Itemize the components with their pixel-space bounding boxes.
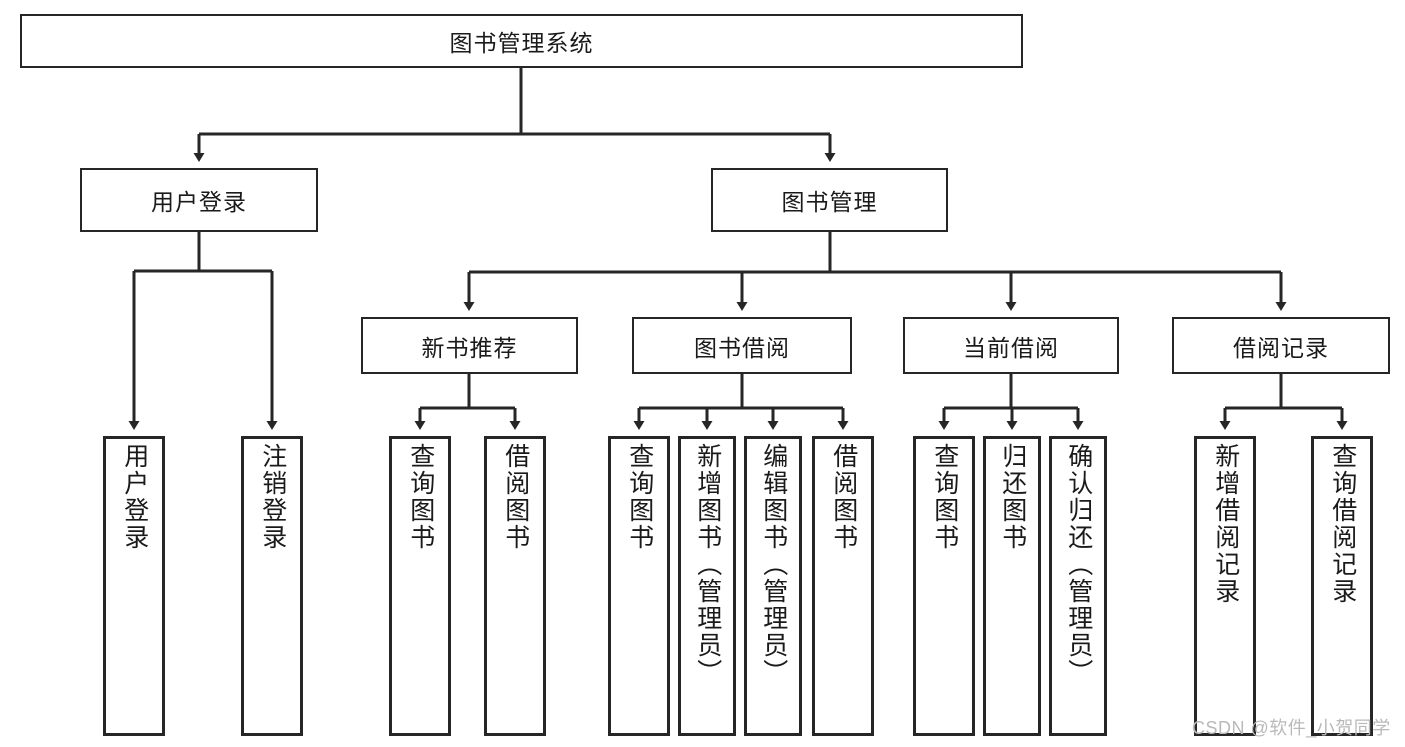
node-user-login-label: 用户登录 xyxy=(151,189,247,215)
leaf-add-book-admin[interactable]: 新增图书（管理员） xyxy=(678,436,736,736)
node-user-login[interactable]: 用户登录 xyxy=(80,168,318,232)
node-root[interactable]: 图书管理系统 xyxy=(20,14,1023,68)
node-book-management-label: 图书管理 xyxy=(781,189,878,215)
leaf-user-login[interactable]: 用户登录 xyxy=(103,436,165,736)
leaf-query-books-borrow-label: 查询图书 xyxy=(625,443,654,551)
node-borrow-record[interactable]: 借阅记录 xyxy=(1172,317,1390,374)
leaf-query-books-rec-label: 查询图书 xyxy=(406,443,435,551)
node-current-borrow[interactable]: 当前借阅 xyxy=(903,317,1119,374)
leaf-query-books-current[interactable]: 查询图书 xyxy=(913,436,975,736)
leaf-borrow-books-borrow-label: 借阅图书 xyxy=(829,443,858,551)
leaf-edit-book-admin[interactable]: 编辑图书（管理员） xyxy=(744,436,802,736)
node-new-book-recommend-label: 新书推荐 xyxy=(421,334,518,361)
leaf-add-borrow-record[interactable]: 新增借阅记录 xyxy=(1194,436,1256,736)
leaf-query-books-current-label: 查询图书 xyxy=(930,443,959,551)
node-root-label: 图书管理系统 xyxy=(449,30,594,56)
node-book-management[interactable]: 图书管理 xyxy=(711,168,948,232)
leaf-query-borrow-record[interactable]: 查询借阅记录 xyxy=(1311,436,1373,736)
csdn-watermark: CSDN @软件_小贺同学 xyxy=(1192,718,1391,738)
leaf-borrow-books-borrow[interactable]: 借阅图书 xyxy=(812,436,874,736)
leaf-return-books-label: 归还图书 xyxy=(998,443,1027,551)
leaf-query-books-borrow[interactable]: 查询图书 xyxy=(608,436,670,736)
leaf-add-book-admin-label: 新增图书（管理员） xyxy=(693,443,722,686)
leaf-user-login-label: 用户登录 xyxy=(120,443,149,551)
node-new-book-recommend[interactable]: 新书推荐 xyxy=(361,317,578,374)
leaf-confirm-return-admin-label: 确认归还（管理员） xyxy=(1064,443,1093,686)
leaf-edit-book-admin-label: 编辑图书（管理员） xyxy=(759,443,788,686)
leaf-logout[interactable]: 注销登录 xyxy=(241,436,303,736)
node-current-borrow-label: 当前借阅 xyxy=(963,334,1059,361)
node-book-borrow[interactable]: 图书借阅 xyxy=(632,317,852,374)
leaf-logout-label: 注销登录 xyxy=(258,443,287,551)
leaf-borrow-books-rec-label: 借阅图书 xyxy=(501,443,530,551)
leaf-borrow-books-rec[interactable]: 借阅图书 xyxy=(484,436,546,736)
leaf-query-borrow-record-label: 查询借阅记录 xyxy=(1328,443,1357,605)
leaf-query-books-rec[interactable]: 查询图书 xyxy=(389,436,451,736)
node-borrow-record-label: 借阅记录 xyxy=(1233,334,1329,361)
leaf-return-books[interactable]: 归还图书 xyxy=(983,436,1041,736)
node-book-borrow-label: 图书借阅 xyxy=(694,334,790,361)
leaf-confirm-return-admin[interactable]: 确认归还（管理员） xyxy=(1049,436,1107,736)
leaf-add-borrow-record-label: 新增借阅记录 xyxy=(1211,443,1240,605)
